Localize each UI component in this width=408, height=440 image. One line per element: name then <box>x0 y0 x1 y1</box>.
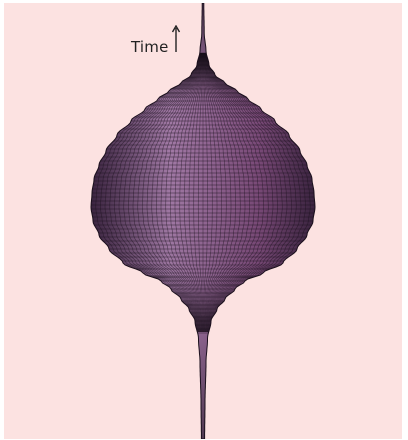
up-arrow-icon <box>171 25 181 53</box>
spacetime-surface <box>4 3 402 439</box>
time-label: Time <box>131 38 169 56</box>
figure-panel: Time <box>4 3 402 439</box>
surface-shading <box>91 3 315 439</box>
